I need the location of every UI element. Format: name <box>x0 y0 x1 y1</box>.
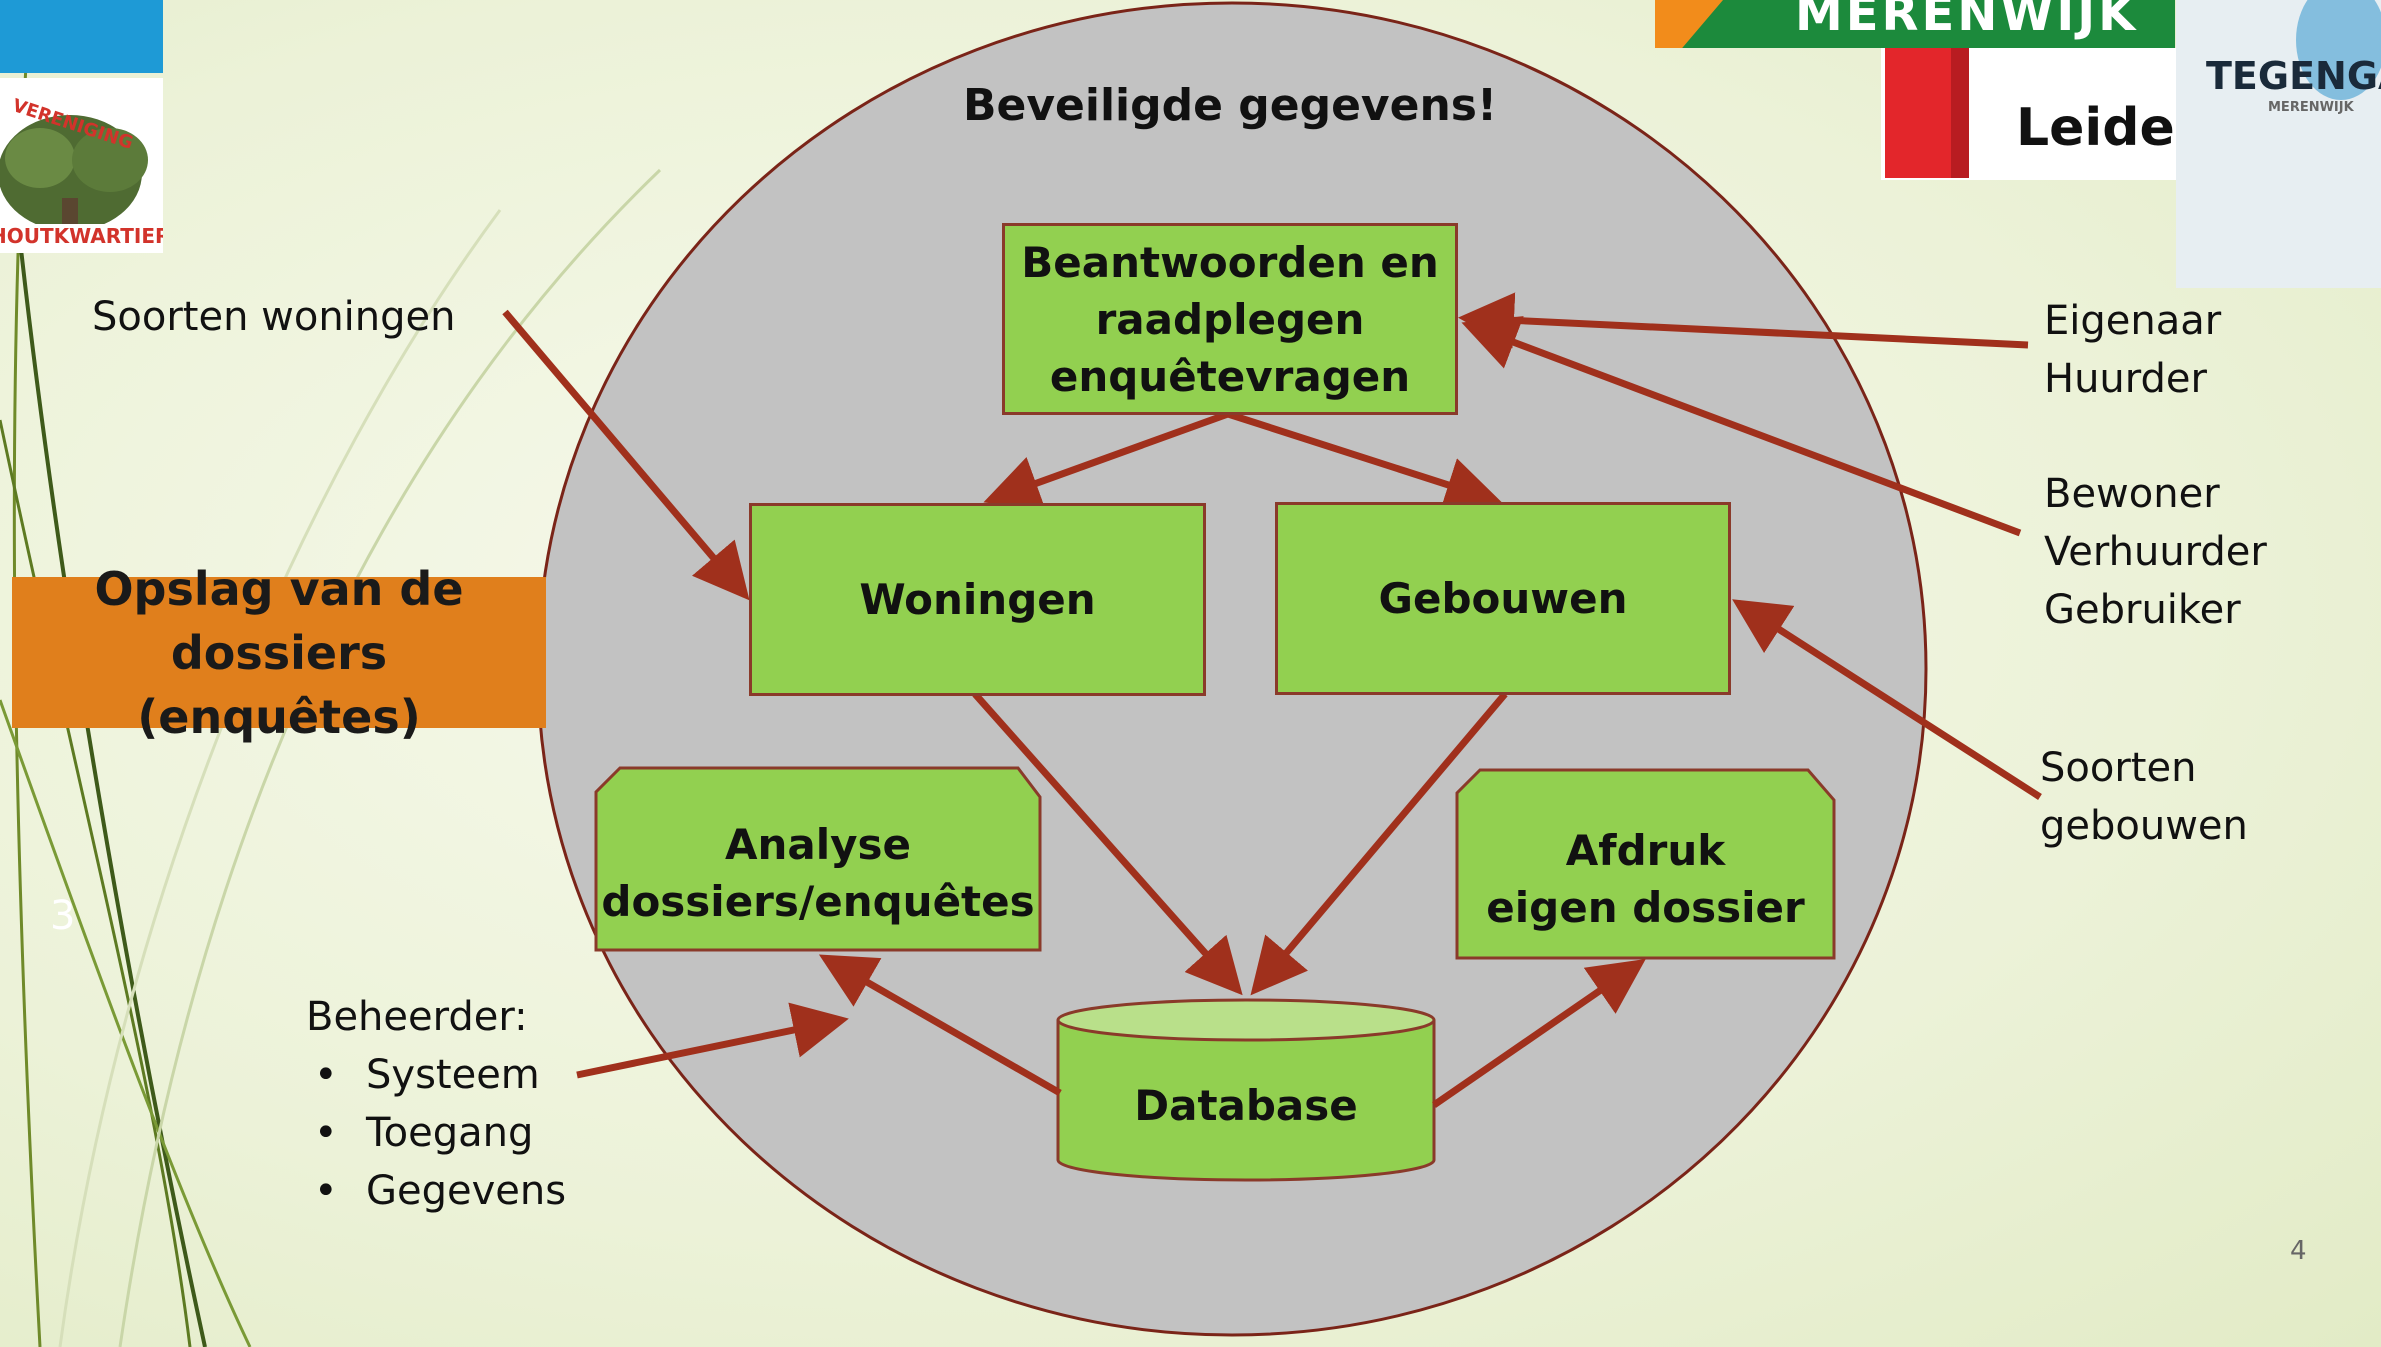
leiden-logo: Leiden <box>1881 48 2177 180</box>
node-analyse-line-2: dossiers/enquêtes <box>601 876 1035 926</box>
node-enquete-line-3: enquêtevragen <box>1049 351 1411 401</box>
node-afdruk-text: Afdruk eigen dossier <box>1457 800 1834 958</box>
top-left-blue-logo <box>0 0 163 73</box>
node-gebouwen: Gebouwen <box>1275 502 1731 695</box>
leiden-text: Leiden <box>2016 98 2177 158</box>
arrow-bewoner <box>1461 316 2022 537</box>
diagram-title: Beveiligde gegevens! <box>962 80 1498 131</box>
label-verhuurder: Verhuurder <box>2044 529 2267 575</box>
node-enquete-line-1: Beantwoorden en <box>1021 237 1439 287</box>
beheerder-item: Toegang <box>306 1104 566 1162</box>
beheerder-item: Gegevens <box>306 1162 566 1220</box>
arrow-enquete-to-gebouwen <box>1226 410 1502 512</box>
node-woningen-label: Woningen <box>859 575 1096 624</box>
merenwijk-logo: MERENWIJK <box>1655 0 2175 48</box>
label-beheerder: Beheerder: Systeem Toegang Gegevens <box>306 988 566 1220</box>
node-database-label: Database <box>1134 1080 1358 1130</box>
label-eigenaar: Eigenaar <box>2044 298 2222 344</box>
arrow-gebouwen-to-database <box>1250 691 1508 996</box>
merenwijk-text: MERENWIJK <box>1795 0 2139 42</box>
label-gebruiker: Gebruiker <box>2044 587 2241 633</box>
leiden-keys-icon <box>1885 48 1951 178</box>
node-enquete-line-2: raadplegen <box>1095 294 1365 344</box>
arrow-woningen-to-database <box>972 691 1243 996</box>
arrow-enquete-to-woningen <box>983 410 1230 510</box>
analyse-box-shape <box>594 766 1042 952</box>
label-bewoner: Bewoner <box>2044 471 2220 517</box>
label-gebouwen: gebouwen <box>2040 803 2248 849</box>
node-database-text: Database <box>1058 1050 1434 1160</box>
node-analyse-text: Analyse dossiers/enquêtes <box>596 795 1040 950</box>
tegenga-logo: TEGENGA MERENWIJK <box>2176 0 2381 288</box>
node-afdruk-line-1: Afdruk <box>1565 826 1726 875</box>
vereniging-houtkwartier-logo: VERENIGING HOUTKWARTIER <box>0 78 163 253</box>
stray-number: 3 <box>50 893 76 939</box>
tegenga-text: TEGENGA <box>2206 54 2381 98</box>
arrow-database-to-analyse <box>818 954 1062 1097</box>
slide-number: 4 <box>2290 1236 2307 1266</box>
node-afdruk-line-2: eigen dossier <box>1486 883 1805 932</box>
label-huurder: Huurder <box>2044 356 2207 402</box>
database-cylinder <box>1056 998 1436 1182</box>
storage-box-label: Opslag van de dossiers (enquêtes) <box>94 561 464 744</box>
node-enquete: Beantwoorden en raadplegen enquêtevragen <box>1002 223 1458 415</box>
afdruk-box-shape <box>1455 768 1836 960</box>
tree-icon <box>0 115 148 248</box>
label-soorten: Soorten <box>2040 745 2197 791</box>
beheerder-item: Systeem <box>306 1046 566 1104</box>
arrow-database-to-afdruk <box>1432 959 1646 1108</box>
beheerder-list: Systeem Toegang Gegevens <box>306 1046 566 1220</box>
node-analyse-line-1: Analyse <box>724 819 911 869</box>
tegenga-subtext: MERENWIJK <box>2268 100 2354 115</box>
merenwijk-mark <box>1655 0 1723 48</box>
arrow-eigenaar <box>1458 292 2029 349</box>
houtkwartier-text: HOUTKWARTIER <box>0 224 163 248</box>
arrow-soorten-woningen <box>502 309 750 601</box>
water-drop-icon <box>2296 0 2381 100</box>
node-woningen: Woningen <box>749 503 1206 696</box>
label-roles-owner: Eigenaar Huurder <box>2044 292 2221 408</box>
arrow-soorten-gebouwen <box>1732 599 2042 800</box>
label-soorten-woningen: Soorten woningen <box>92 294 456 340</box>
label-roles-resident: Bewoner Verhuurder Gebruiker <box>2044 465 2267 639</box>
label-soorten-gebouwen: Soorten gebouwen <box>2040 739 2248 855</box>
beheerder-title: Beheerder: <box>306 994 528 1040</box>
storage-box: Opslag van de dossiers (enquêtes) <box>12 562 546 744</box>
node-gebouwen-label: Gebouwen <box>1378 574 1628 623</box>
arrow-beheerder <box>576 1002 849 1079</box>
